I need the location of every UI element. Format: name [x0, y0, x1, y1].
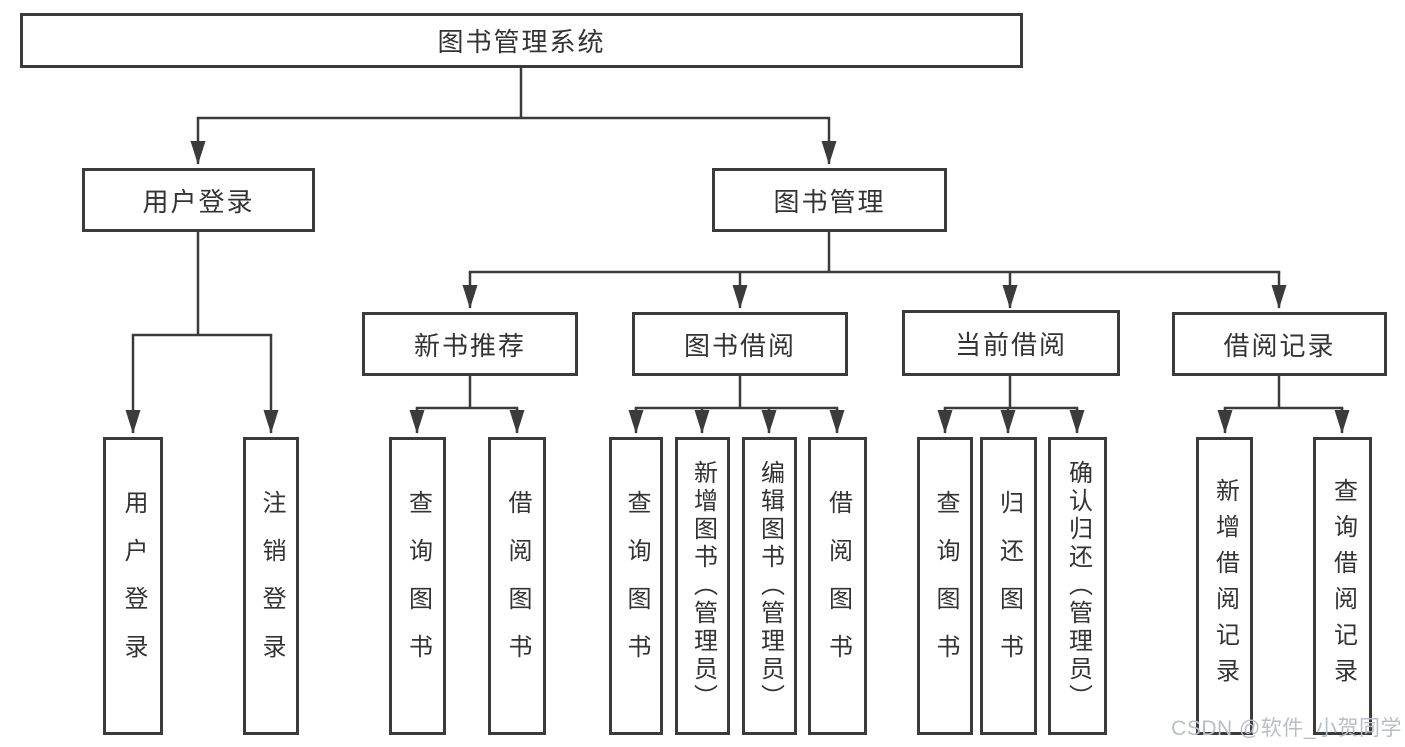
leaf-query-books-borrow: 查询图书 [609, 437, 663, 735]
leaf-label: 确认归还（管理员） [1064, 460, 1092, 712]
leaf-borrow-books-recommend: 借阅图书 [488, 437, 546, 735]
node-book-management: 图书管理 [712, 168, 947, 232]
node-label: 图书管理 [773, 186, 886, 217]
leaf-label: 查询图书 [623, 490, 650, 682]
leaf-label: 新增图书（管理员） [689, 460, 717, 712]
node-label: 图书借阅 [683, 330, 796, 361]
leaf-label: 借阅图书 [824, 490, 852, 682]
leaf-borrow-books: 借阅图书 [808, 437, 867, 735]
branch-segments [131, 64, 1344, 410]
node-user-login: 用户登录 [82, 168, 315, 232]
leaf-user-login: 用户登录 [103, 437, 163, 735]
node-label: 用户登录 [142, 186, 255, 217]
leaf-add-borrow-record: 新增借阅记录 [1196, 437, 1253, 735]
leaf-label: 新增借阅记录 [1211, 478, 1239, 694]
node-label: 图书管理系统 [437, 27, 606, 57]
leaf-label: 归还图书 [995, 490, 1023, 682]
arrow-connectors [125, 118, 1350, 434]
node-book-borrowing: 图书借阅 [632, 312, 848, 376]
node-borrowing-records: 借阅记录 [1172, 312, 1387, 376]
leaf-query-books-current: 查询图书 [917, 437, 973, 735]
node-library-management-system: 图书管理系统 [20, 13, 1023, 68]
node-new-book-recommendation: 新书推荐 [362, 312, 578, 376]
leaf-edit-books-admin: 编辑图书（管理员） [742, 437, 797, 735]
node-label: 借阅记录 [1223, 330, 1336, 361]
leaf-label: 查询图书 [932, 490, 959, 682]
leaf-query-borrow-record: 查询借阅记录 [1313, 437, 1372, 735]
leaf-add-books-admin: 新增图书（管理员） [675, 437, 730, 735]
node-current-borrowing: 当前借阅 [902, 310, 1120, 376]
leaf-return-books: 归还图书 [980, 437, 1037, 735]
leaf-label: 用户登录 [120, 490, 147, 682]
leaf-confirm-return-admin: 确认归还（管理员） [1048, 437, 1107, 735]
leaf-logout: 注销登录 [243, 437, 299, 735]
leaf-label: 编辑图书（管理员） [756, 460, 784, 712]
leaf-label: 注销登录 [258, 490, 285, 682]
leaf-label: 借阅图书 [504, 490, 531, 682]
leaf-label: 查询图书 [404, 490, 432, 682]
leaf-query-books-recommend: 查询图书 [389, 437, 446, 735]
leaf-label: 查询借阅记录 [1329, 478, 1357, 694]
node-label: 新书推荐 [413, 330, 526, 361]
node-label: 当前借阅 [954, 329, 1067, 360]
csdn-watermark: CSDN @软件_小贺同学 [1171, 717, 1402, 740]
